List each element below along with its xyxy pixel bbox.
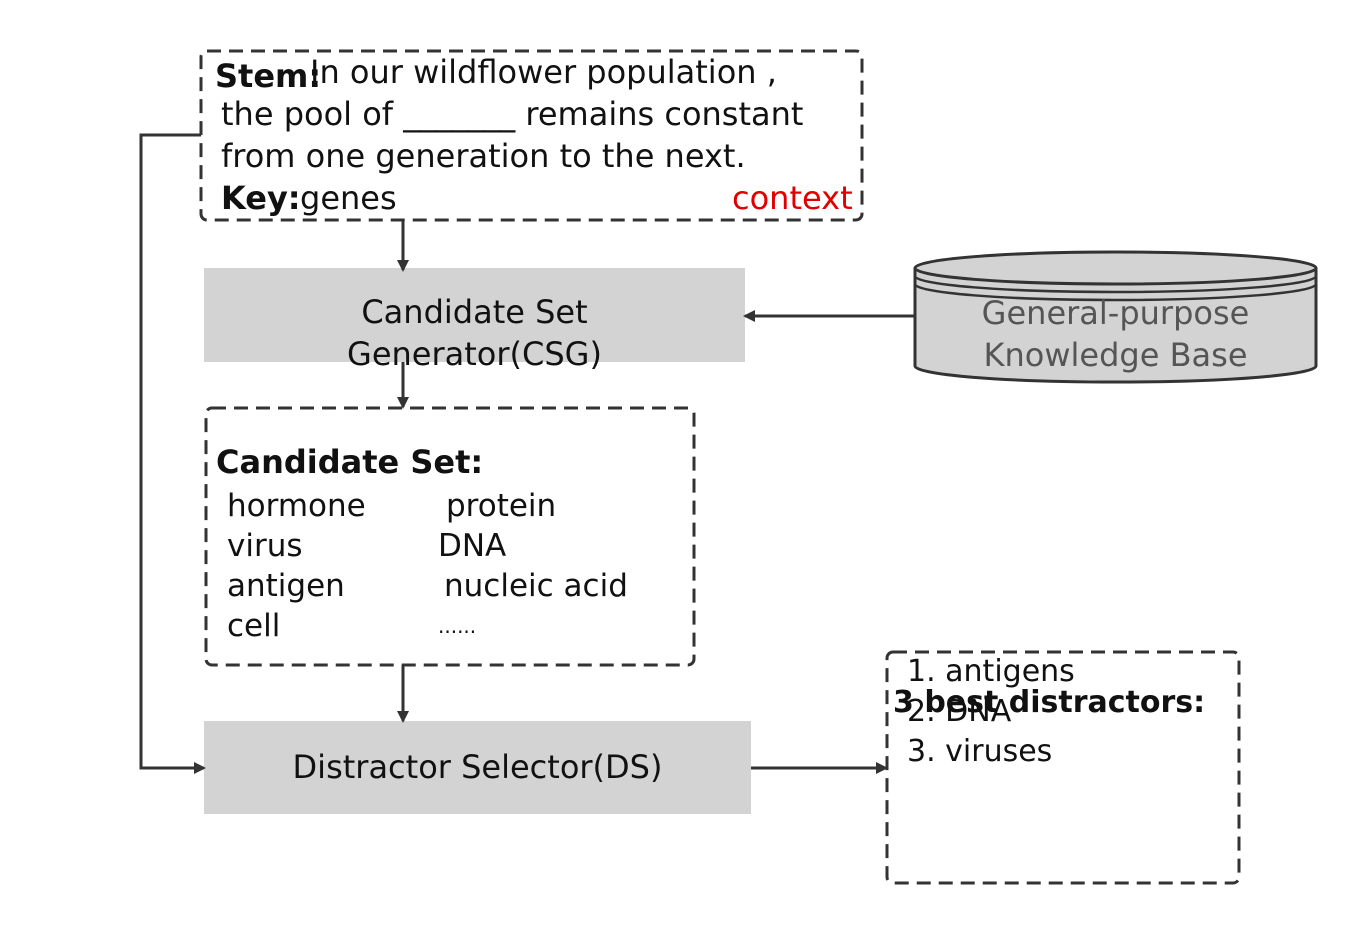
stem-text-line2: the pool of _______ remains constant [221,95,804,133]
candidate-item: DNA [438,528,507,564]
stem-label: Stem: [215,57,322,95]
distractor-item: 1. antigens [907,654,1075,689]
knowledge-base-label: General-purpose Knowledge Base [915,293,1316,376]
candidate-set-box-border [204,406,696,667]
stem-text-line3: from one generation to the next. [221,137,746,175]
distractor-item: 3. viruses [907,734,1053,769]
candidate-item: hormone [227,488,366,524]
distractor-item: 2. DNA [907,694,1012,729]
context-box-border [199,49,864,222]
candidate-item: nucleic acid [444,568,628,604]
context-tag: context [732,179,853,217]
candidate-item-ellipsis: ...... [438,614,477,638]
knowledge-base-label-line1: General-purpose [981,294,1250,332]
candidate-item: protein [446,488,557,524]
ds-label: Distractor Selector(DS) [292,747,663,786]
key-label: Key: [221,179,301,217]
candidate-set-title: Candidate Set: [216,443,484,481]
csg-label-line2: Generator(CSG) [347,334,602,373]
candidate-item: cell [227,608,281,644]
csg-label: Candidate Set Generator(CSG) [204,292,745,375]
output-box-title: 3 best distractors: [893,685,1206,720]
key-value: genes [300,179,397,217]
csg-label-line1: Candidate Set [361,293,588,331]
candidate-item: virus [227,528,303,564]
candidate-item: antigen [227,568,345,604]
ds-box [204,721,751,814]
arrow-context-to-ds [139,133,206,774]
knowledge-base-label-line2: Knowledge Base [983,335,1248,374]
stem-text-line1: In our wildflower population , [310,53,777,91]
knowledge-base-cylinder [913,250,1318,384]
csg-box [204,268,745,362]
